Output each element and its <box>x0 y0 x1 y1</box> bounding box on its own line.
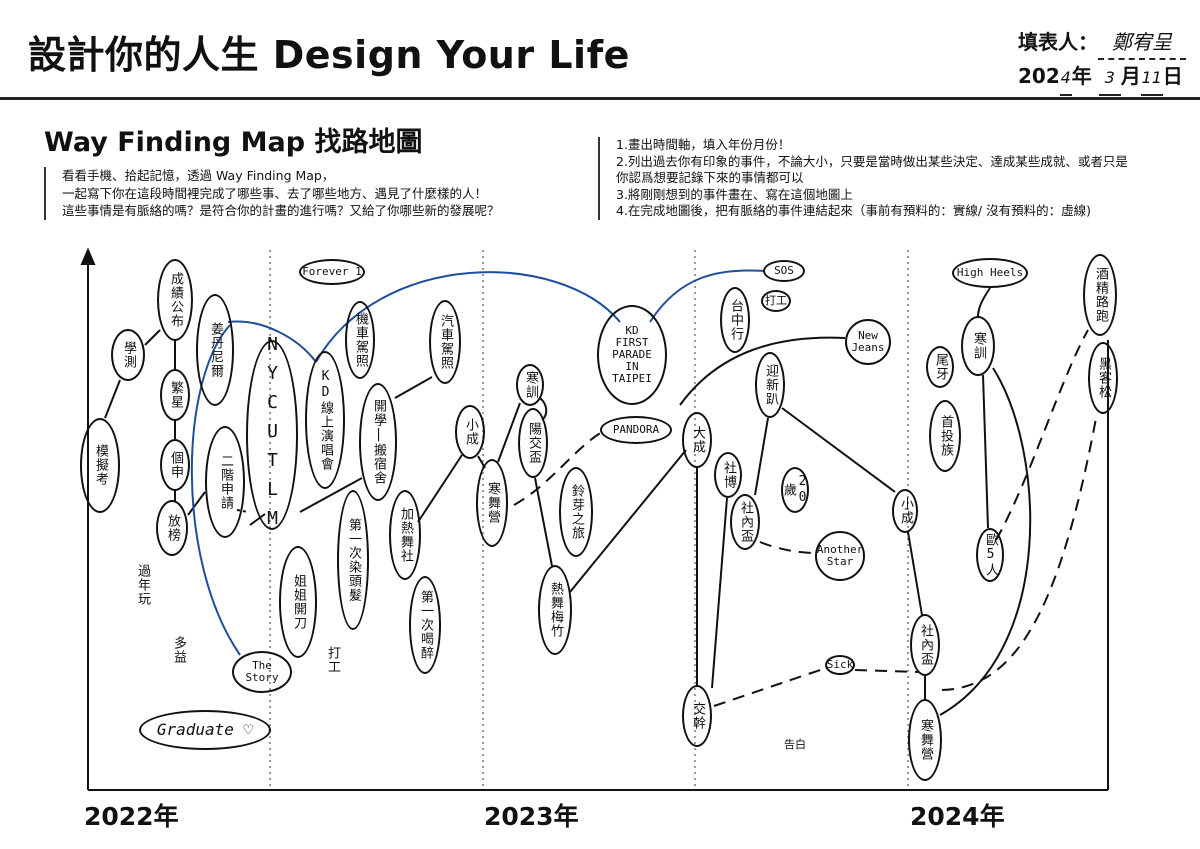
day-label: 日 <box>1162 64 1183 88</box>
event-node: 模擬考 <box>80 417 120 513</box>
year-label: 年 <box>1071 64 1092 88</box>
axis-arrow-icon <box>80 247 96 265</box>
event-node: 放榜 <box>156 500 188 556</box>
instruction-line: 1.畫出時間軸，填入年份月份！ <box>616 137 791 152</box>
event-node: 姐姐開刀 <box>279 546 317 658</box>
event-node: PANDORA <box>600 416 672 444</box>
day-field[interactable]: 11 <box>1140 62 1163 96</box>
event-node: 20歲 <box>781 467 810 513</box>
year-label-2022: 2022年 <box>84 802 179 831</box>
instructions: 1.畫出時間軸，填入年份月份！ 2.列出過去你有印象的事件，不論大小，只要是當時… <box>598 137 1128 220</box>
intro-text: 看看手機、拾起記憶，透過 Way Finding Map， 一起寫下你在這段時間… <box>44 167 500 220</box>
event-node: Another Star <box>815 531 865 581</box>
instruction-line: 2.列出過去你有印象的事件，不論大小，只要是當時做出某些決定、達成某些成就、或者… <box>616 153 1128 169</box>
month-field[interactable]: 3 <box>1098 62 1121 96</box>
event-node: 鈴芽之旅 <box>559 467 593 557</box>
event-node: 第一次喝醉 <box>409 576 441 674</box>
event-node: 台中行 <box>720 287 750 353</box>
signer-row: 填表人：鄭宥呈 <box>1018 26 1186 60</box>
event-node: 打工 <box>325 646 340 674</box>
signer-signature[interactable]: 鄭宥呈 <box>1098 26 1186 60</box>
event-node: 尾牙 <box>926 346 954 388</box>
event-node: SOS <box>763 260 805 282</box>
event-node: 大成 <box>682 412 712 468</box>
event-node: KD線上演唱會 <box>305 351 345 489</box>
year-prefix: 202 <box>1018 64 1060 88</box>
event-node: 寒訓 <box>516 364 544 406</box>
event-node: 歐5人 <box>976 528 1004 582</box>
event-node: 二階申請 <box>205 426 245 538</box>
header-divider <box>0 97 1200 100</box>
event-node: 社內盃 <box>910 614 940 676</box>
event-node: 熱舞梅竹 <box>538 565 572 655</box>
event-node: 機車駕照 <box>345 301 375 379</box>
event-node: 寒舞營 <box>476 459 508 547</box>
instruction-line: 4.在完成地圖後，把有脈絡的事件連結起來（事前有預料的：實線/ 沒有預料的：虛線… <box>616 203 1091 218</box>
intro-line: 看看手機、拾起記憶，透過 Way Finding Map， <box>62 168 335 183</box>
instruction-line: 3.將剛剛想到的事件畫在、寫在這個地圖上 <box>616 186 853 202</box>
event-node: 寒訓 <box>961 316 995 376</box>
event-node: 加熱舞社 <box>389 490 421 580</box>
event-node: 陽交盃 <box>518 408 548 478</box>
event-node: 過年玩 <box>135 564 150 606</box>
event-node: 寒舞營 <box>908 699 942 781</box>
event-node: 交幹 <box>682 685 712 747</box>
event-node: 告白 <box>784 738 806 751</box>
event-node: 開學|搬宿舍 <box>359 383 397 501</box>
event-node: 小成 <box>892 489 918 533</box>
event-node: NYCUTLM <box>246 334 298 537</box>
section-title: Way Finding Map 找路地圖 <box>44 127 423 158</box>
event-node: The Story <box>232 651 292 693</box>
event-node: 姜丹尼爾 <box>196 294 234 406</box>
event-node: Graduate ♡ <box>139 710 271 750</box>
year-label-2024: 2024年 <box>910 802 1005 831</box>
event-node: 汽車駕照 <box>429 300 461 384</box>
event-node: 小成 <box>455 405 485 459</box>
event-node: 黑客松 <box>1088 342 1118 414</box>
instruction-line: 你認爲想要記錄下來的事情都可以 <box>616 170 804 185</box>
event-node: 第一次染頭髮 <box>337 490 369 630</box>
event-node: 酒精路跑 <box>1083 254 1117 336</box>
intro-line: 這些事情是有脈絡的嗎？是符合你的計畫的進行嗎？又給了你哪些新的發展呢？ <box>62 203 500 218</box>
event-node: 打工 <box>761 290 791 312</box>
month-label: 月 <box>1120 64 1141 88</box>
event-node: Forever 1 <box>299 259 365 285</box>
event-node: 學測 <box>111 329 145 381</box>
year-label-2023: 2023年 <box>484 802 579 831</box>
year-digit-field[interactable]: 4 <box>1059 62 1072 96</box>
event-node: 成績公布 <box>157 259 193 341</box>
event-node: Sick <box>825 655 855 675</box>
event-node: New Jeans <box>845 319 891 365</box>
event-node: 個申 <box>160 439 190 491</box>
solid-connections <box>104 287 1032 716</box>
intro-line: 一起寫下你在這段時間裡完成了哪些事、去了哪些地方、遇見了什麼樣的人！ <box>62 185 488 201</box>
page-title: 設計你的人生 Design Your Life <box>28 33 630 77</box>
signer-label: 填表人： <box>1018 30 1098 54</box>
event-node: 多益 <box>171 636 186 664</box>
event-node: 迎新趴 <box>755 352 785 418</box>
event-node: High Heels <box>952 258 1028 288</box>
event-node: 首投族 <box>929 400 961 472</box>
event-node: KD FIRST PARADE IN TAIPEI <box>597 305 667 405</box>
event-node: 社博 <box>714 452 742 498</box>
event-node: 繁星 <box>160 369 190 421</box>
dashed-connections <box>236 329 1098 707</box>
event-node: 社內盃 <box>730 494 760 550</box>
